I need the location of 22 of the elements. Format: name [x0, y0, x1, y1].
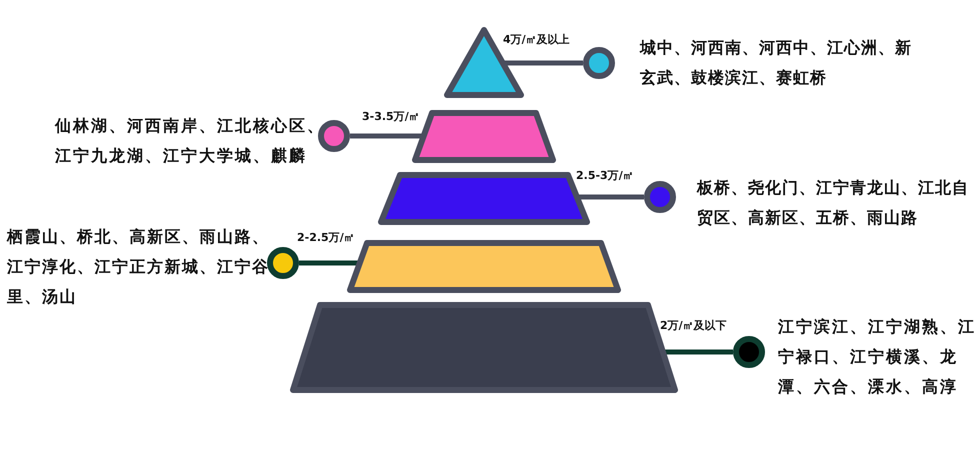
marker-circle: [644, 181, 676, 213]
pyramid-tier: [347, 240, 621, 293]
marker-circle: [733, 336, 765, 368]
district-list: 仙林湖、河西南岸、江北核心区、江宁九龙湖、江宁大学城、麒麟: [55, 111, 335, 171]
connector-line: [299, 260, 359, 266]
pyramid-tier: [290, 302, 678, 393]
connector-line: [504, 60, 583, 66]
connector-line: [664, 350, 733, 354]
marker-circle: [267, 247, 299, 279]
district-list: 江宁滨江、江宁湖熟、江宁禄口、江宁横溪、龙潭、六合、溧水、高淳: [778, 312, 979, 402]
price-label: 2-2.5万/㎡: [297, 231, 355, 245]
connector-line: [350, 134, 423, 138]
price-label: 3-3.5万/㎡: [362, 110, 420, 124]
price-label: 2.5-3万/㎡: [576, 169, 634, 183]
connector-line: [578, 194, 644, 200]
district-list: 城中、河西南、河西中、江心洲、新玄武、鼓楼滨江、赛虹桥: [640, 33, 922, 93]
district-list: 栖霞山、桥北、高新区、雨山路、江宁淳化、江宁正方新城、江宁谷里、汤山: [7, 222, 277, 312]
marker-circle: [318, 120, 350, 152]
marker-circle: [583, 47, 615, 79]
price-label: 2万/㎡及以下: [660, 319, 727, 333]
district-list: 板桥、尧化门、江宁青龙山、江北自贸区、高新区、五桥、雨山路: [697, 173, 979, 233]
price-label: 4万/㎡及以上: [503, 33, 570, 47]
